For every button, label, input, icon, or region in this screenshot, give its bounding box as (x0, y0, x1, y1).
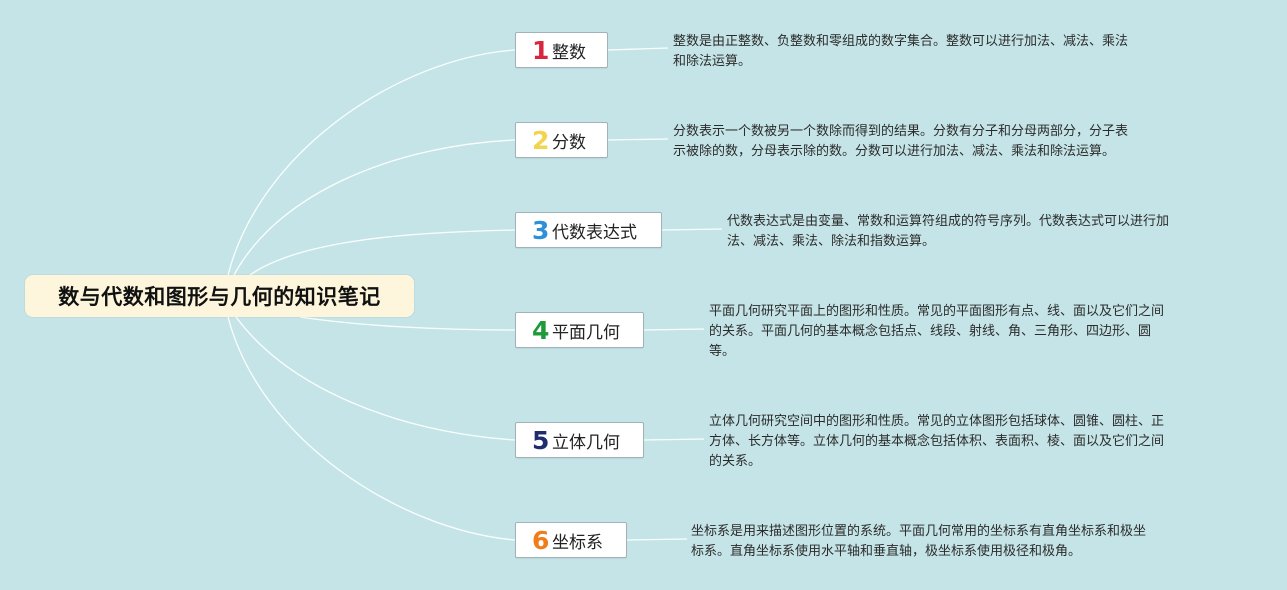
note-line: 分数表示一个数被另一个数除而得到的结果。分数有分子和分母两部分，分子表 (673, 124, 1129, 139)
topic-algebraic-expression[interactable]: 3 代数表达式 (515, 212, 662, 248)
number-5-icon: 5 (532, 425, 550, 455)
note-integer: 整数是由正整数、负整数和零组成的数字集合。整数可以进行加法、减法、乘法 和除法运… (673, 32, 1128, 72)
note-line: 方体、长方体等。立体几何的基本概念包括体积、表面积、棱、面以及它们之间 (709, 434, 1165, 449)
note-line: 的关系。 (709, 454, 762, 469)
note-solid-geometry: 立体几何研究空间中的图形和性质。常见的立体图形包括球体、圆锥、圆柱、正 方体、长… (709, 412, 1164, 472)
note-connector-6 (626, 538, 688, 541)
connector-branch-3 (249, 229, 516, 276)
topic-label: 平面几何 (552, 322, 620, 343)
topic-fraction[interactable]: 2 分数 (515, 122, 608, 158)
note-connector-3 (661, 228, 723, 231)
connector-branch-5 (235, 316, 516, 441)
note-line: 平面几何研究平面上的图形和性质。常见的平面图形有点、线、面以及它们之间 (709, 304, 1165, 319)
note-line: 立体几何研究空间中的图形和性质。常见的立体图形包括球体、圆锥、圆柱、正 (709, 414, 1165, 429)
note-plane-geometry: 平面几何研究平面上的图形和性质。常见的平面图形有点、线、面以及它们之间 的关系。… (709, 302, 1164, 362)
number-6-icon: 6 (532, 525, 550, 555)
note-fraction: 分数表示一个数被另一个数除而得到的结果。分数有分子和分母两部分，分子表 示被除的… (673, 122, 1128, 162)
note-line: 代数表达式是由变量、常数和运算符组成的符号序列。代数表达式可以进行加 (727, 214, 1170, 229)
note-line: 等。 (709, 344, 736, 359)
note-line: 和除法运算。 (673, 54, 752, 69)
connector-branch-6 (227, 316, 516, 541)
number-2-icon: 2 (532, 125, 550, 155)
topic-solid-geometry[interactable]: 5 立体几何 (515, 422, 644, 458)
connector-branch-1 (227, 49, 516, 276)
number-4-icon: 4 (532, 315, 550, 345)
number-3-icon: 3 (532, 215, 550, 245)
connector-branch-2 (233, 139, 516, 276)
note-connector-4 (643, 328, 705, 331)
note-line: 法、减法、乘法、除法和指数运算。 (727, 234, 936, 249)
topic-label: 立体几何 (552, 432, 620, 453)
number-1-icon: 1 (532, 35, 550, 65)
root-topic[interactable]: 数与代数和图形与几何的知识笔记 (25, 275, 414, 317)
note-line: 坐标系是用来描述图形位置的系统。平面几何常用的坐标系有直角坐标系和极坐 (691, 524, 1147, 539)
note-connector-1 (607, 47, 669, 51)
topic-label: 坐标系 (552, 532, 603, 553)
note-line: 整数是由正整数、负整数和零组成的数字集合。整数可以进行加法、减法、乘法 (673, 34, 1129, 49)
topic-integer[interactable]: 1 整数 (515, 32, 608, 68)
note-line: 标系。直角坐标系使用水平轴和垂直轴，极坐标系使用极径和极角。 (691, 544, 1082, 559)
note-algebraic-expression: 代数表达式是由变量、常数和运算符组成的符号序列。代数表达式可以进行加 法、减法、… (727, 212, 1169, 252)
note-connector-5 (643, 438, 705, 441)
connector-branch-4 (299, 316, 516, 331)
note-line: 示被除的数，分母表示除的数。分数可以进行加法、减法、乘法和除法运算。 (673, 144, 1116, 159)
topic-label: 整数 (552, 42, 586, 63)
topic-plane-geometry[interactable]: 4 平面几何 (515, 312, 644, 348)
note-connector-2 (607, 138, 669, 141)
root-title: 数与代数和图形与几何的知识笔记 (58, 285, 381, 309)
topic-coordinate-system[interactable]: 6 坐标系 (515, 522, 627, 558)
note-line: 的关系。平面几何的基本概念包括点、线段、射线、角、三角形、四边形、圆 (709, 324, 1152, 339)
topic-label: 分数 (552, 132, 586, 153)
topic-label: 代数表达式 (552, 222, 637, 243)
note-coordinate-system: 坐标系是用来描述图形位置的系统。平面几何常用的坐标系有直角坐标系和极坐 标系。直… (691, 522, 1146, 562)
